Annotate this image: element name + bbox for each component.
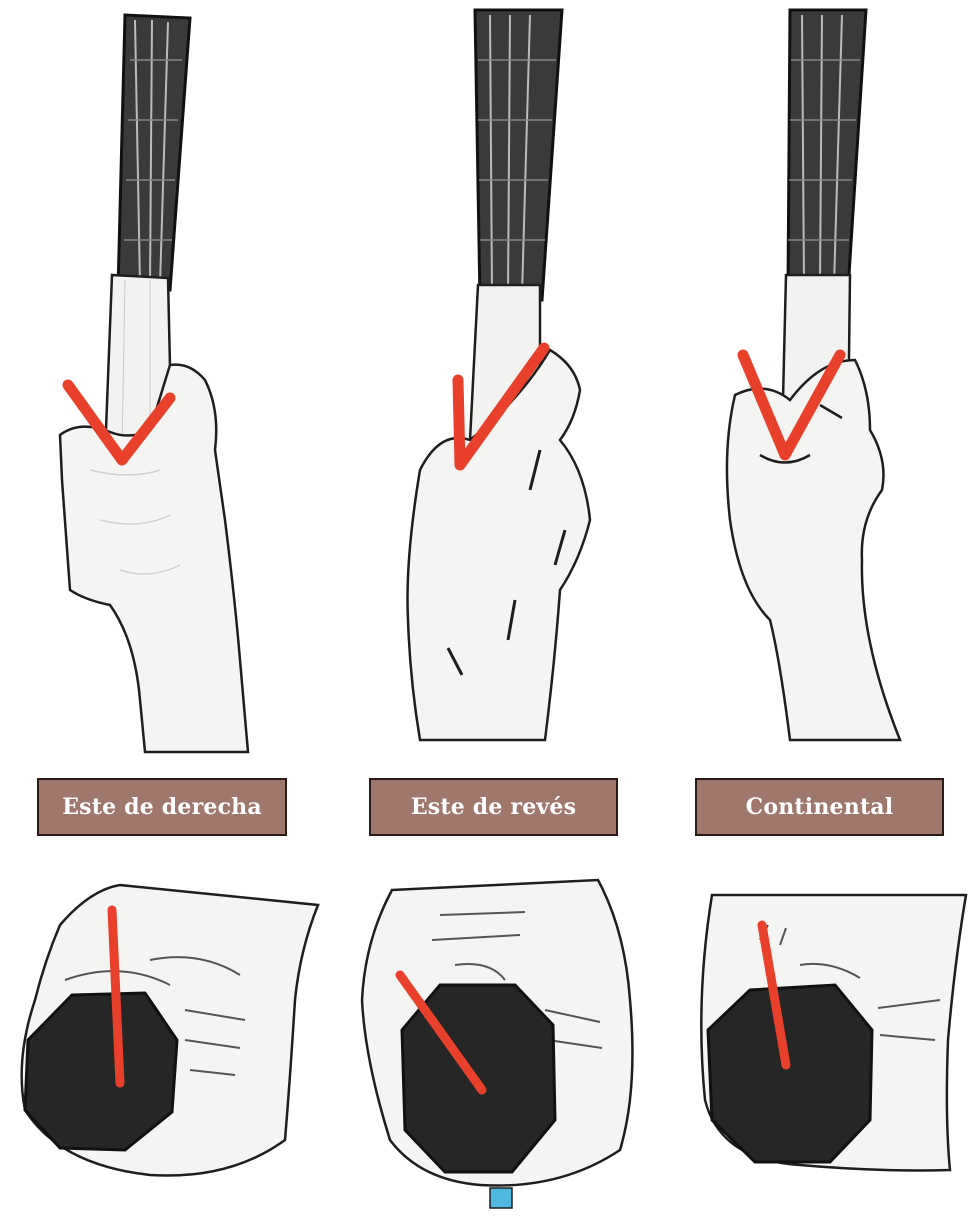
hand-illustration-eastern-backhand [408, 10, 591, 740]
hand-icon [727, 360, 900, 740]
hand-illustration-continental [727, 10, 900, 740]
hand-illustration-eastern-forehand [60, 15, 248, 752]
bevel-octagon-icon [708, 985, 872, 1162]
bevel-view-eastern-backhand [362, 880, 632, 1208]
racket-shaft-icon [118, 15, 190, 290]
racket-shaft-icon [788, 10, 866, 290]
grip-label-continental: Continental [695, 778, 944, 836]
bevel-view-eastern-forehand [22, 885, 318, 1176]
butt-cap-icon [490, 1188, 512, 1208]
grip-label-eastern-forehand: Este de derecha [37, 778, 287, 836]
grip-label-eastern-backhand: Este de revés [369, 778, 618, 836]
bevel-view-continental [701, 895, 966, 1170]
racket-shaft-icon [475, 10, 562, 300]
